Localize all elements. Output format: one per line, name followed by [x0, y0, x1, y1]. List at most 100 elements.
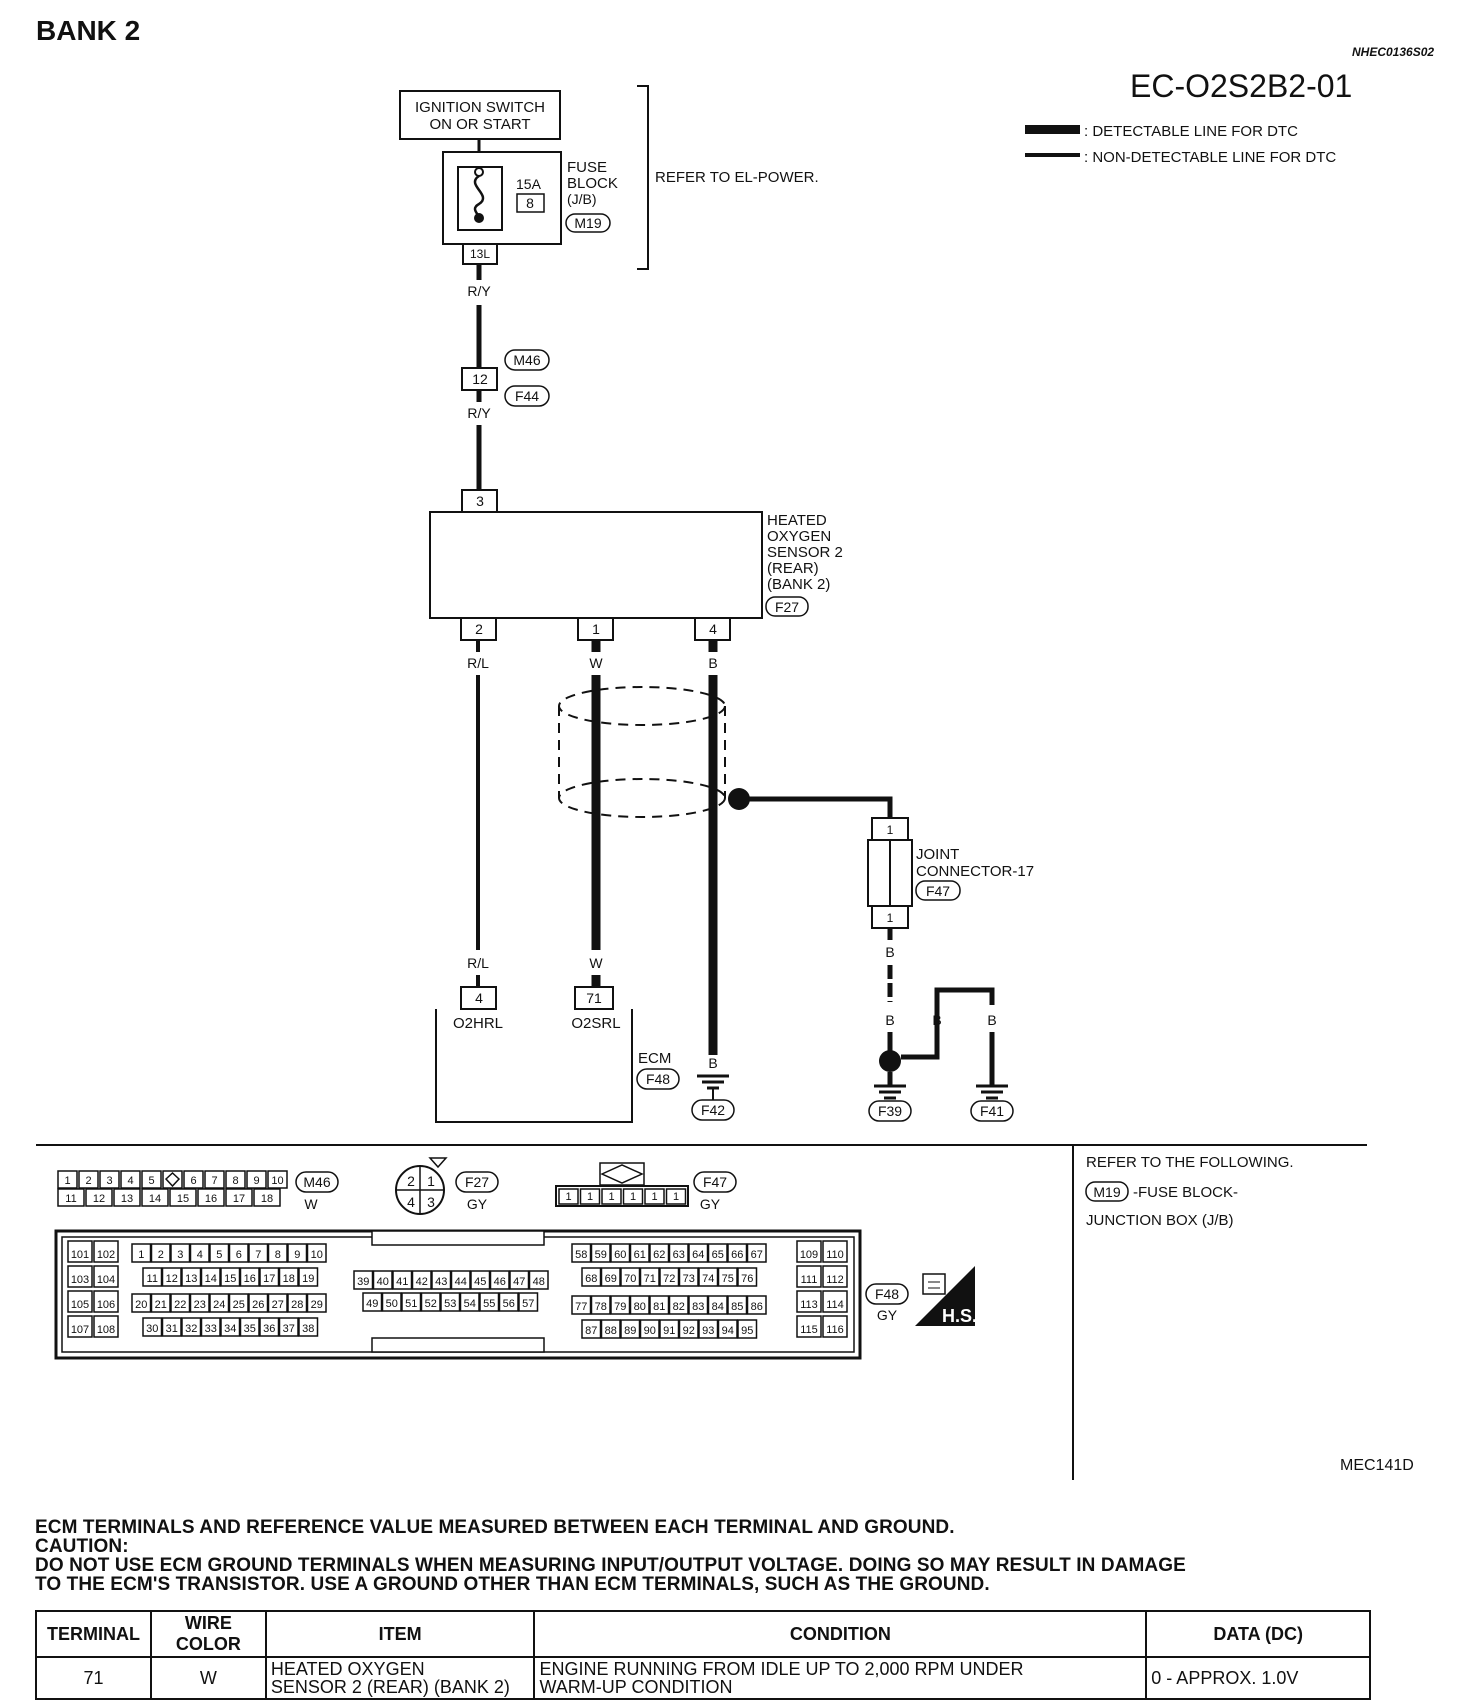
- f48-pin-label: 111: [801, 1274, 818, 1286]
- f48-pin: [372, 1270, 393, 1290]
- sensor-label-5: (BANK 2): [767, 576, 830, 593]
- m46-pin: [99, 1170, 120, 1189]
- f48-pin-label: 43: [435, 1276, 447, 1288]
- f48-pin-label: 24: [213, 1299, 225, 1311]
- f48-pin: [698, 1267, 719, 1287]
- detectable-line-sample: [1025, 125, 1080, 134]
- f48-pin-label: 105: [71, 1299, 89, 1311]
- f48-pin: [498, 1292, 519, 1312]
- col-terminal: TERMINAL: [35, 1610, 152, 1658]
- ground-f41-label: F41: [980, 1103, 1004, 1119]
- m46-pin: [253, 1188, 281, 1207]
- f48-pin: [678, 1267, 699, 1287]
- connector-m46-color: W: [304, 1196, 318, 1212]
- fuse-block-label: FUSE: [567, 159, 607, 176]
- f48-pin: [287, 1293, 308, 1313]
- f48-pin-label: 60: [614, 1249, 626, 1261]
- m46-pin-label: 6: [190, 1175, 196, 1187]
- joint-connector-id: F47: [926, 883, 950, 899]
- f48-pin: [189, 1243, 210, 1263]
- f48-pin: [150, 1293, 171, 1313]
- f48-pin-label: 94: [722, 1325, 734, 1337]
- f47-pin: [622, 1188, 644, 1205]
- fuse-block-label-2: BLOCK: [567, 175, 618, 192]
- f48-pin-label: 67: [751, 1249, 763, 1261]
- fuse-block-label-3: (J/B): [567, 191, 597, 207]
- m46-pin-label: 5: [148, 1175, 154, 1187]
- sensor-label-4: (REAR): [767, 560, 819, 577]
- f48-pin: [267, 1243, 288, 1263]
- m46-pin: [57, 1170, 78, 1189]
- f48-pin: [668, 1295, 689, 1315]
- sensor-pin-2: 2: [475, 621, 483, 637]
- f48-pin: [707, 1243, 728, 1263]
- f48-pin-label: 85: [731, 1301, 743, 1313]
- f48-pin-label: 10: [311, 1249, 323, 1261]
- f48-pin: [306, 1243, 327, 1263]
- f48-pin-label: 57: [522, 1298, 534, 1310]
- f48-pin: [459, 1292, 480, 1312]
- f48-pin: [93, 1290, 119, 1313]
- f48-pin-label: 45: [474, 1276, 486, 1288]
- fuse-block-connector: M19: [574, 215, 601, 231]
- f47-pin-label: 1: [608, 1191, 614, 1203]
- ground-f41: F41: [970, 1084, 1014, 1122]
- f48-pin-label: 114: [826, 1299, 844, 1311]
- f48-pin-label: 81: [653, 1301, 665, 1313]
- f48-pin: [649, 1295, 670, 1315]
- f48-pin-label: 107: [71, 1324, 89, 1336]
- sensor-label-2: OXYGEN: [767, 528, 831, 545]
- f48-pin: [306, 1293, 327, 1313]
- f48-pin-label: 91: [663, 1325, 675, 1337]
- f48-pin: [688, 1243, 709, 1263]
- m46-pin: [225, 1170, 246, 1189]
- f48-pin-label: 28: [291, 1299, 303, 1311]
- f48-pin-label: 70: [624, 1273, 636, 1285]
- f48-pin-label: 82: [673, 1301, 685, 1313]
- f48-pin: [170, 1293, 191, 1313]
- m46-pin: [78, 1170, 99, 1189]
- connector-f48-id: F48: [875, 1286, 899, 1302]
- f48-pin: [278, 1267, 299, 1287]
- refer-box-item: -FUSE BLOCK-: [1133, 1184, 1238, 1201]
- f48-pin: [267, 1293, 288, 1313]
- fuse-block: 15A 8 FUSE BLOCK (J/B) M19 13L: [442, 151, 618, 265]
- connector-f27-id: F27: [465, 1174, 489, 1190]
- f48-pin-label: 41: [396, 1276, 408, 1288]
- caution-caption: ECM TERMINALS AND REFERENCE VALUE MEASUR…: [35, 1518, 1435, 1594]
- m46-pin: [183, 1170, 204, 1189]
- f48-pin-label: 17: [263, 1273, 275, 1285]
- connector-m46-tag: M46 W: [295, 1171, 339, 1212]
- f48-pin-label: 102: [97, 1249, 115, 1261]
- connector-f48-tag: F48 GY: [865, 1283, 909, 1323]
- power-bracket: [637, 85, 649, 270]
- f27-pin-4: 4: [407, 1194, 415, 1210]
- cell-terminal: 71: [35, 1656, 152, 1700]
- m46-pin-label: 1: [64, 1175, 70, 1187]
- f48-pin-label: 78: [595, 1301, 607, 1313]
- refer-box-item-2: JUNCTION BOX (J/B): [1086, 1212, 1234, 1229]
- f48-pin-label: 47: [513, 1276, 525, 1288]
- caption-line-3: DO NOT USE ECM GROUND TERMINALS WHEN MEA…: [35, 1555, 1186, 1576]
- f48-pin: [93, 1315, 119, 1338]
- m46-pin: [57, 1188, 85, 1207]
- f48-pin-label: 113: [800, 1299, 818, 1311]
- sensor-label: HEATED: [767, 512, 827, 529]
- ground-f42: F42: [691, 1074, 735, 1121]
- f48-pin: [688, 1295, 709, 1315]
- f48-pin: [131, 1293, 152, 1313]
- ignition-switch: IGNITION SWITCH ON OR START: [399, 90, 561, 140]
- f48-pin-label: 15: [224, 1273, 236, 1285]
- f47-pin: [579, 1188, 601, 1205]
- f48-pin: [131, 1243, 152, 1263]
- f48-pin: [796, 1315, 822, 1338]
- f48-pin: [489, 1270, 510, 1290]
- f48-pin: [581, 1267, 602, 1287]
- m46-pin: [120, 1170, 141, 1189]
- f48-pin: [362, 1292, 383, 1312]
- cell-item-line-2: SENSOR 2 (REAR) (BANK 2): [270, 1677, 510, 1697]
- f48-pin-label: 71: [644, 1273, 656, 1285]
- m46-pin: [246, 1170, 267, 1189]
- f48-pin-label: 25: [233, 1299, 245, 1311]
- f48-pin-label: 69: [605, 1273, 617, 1285]
